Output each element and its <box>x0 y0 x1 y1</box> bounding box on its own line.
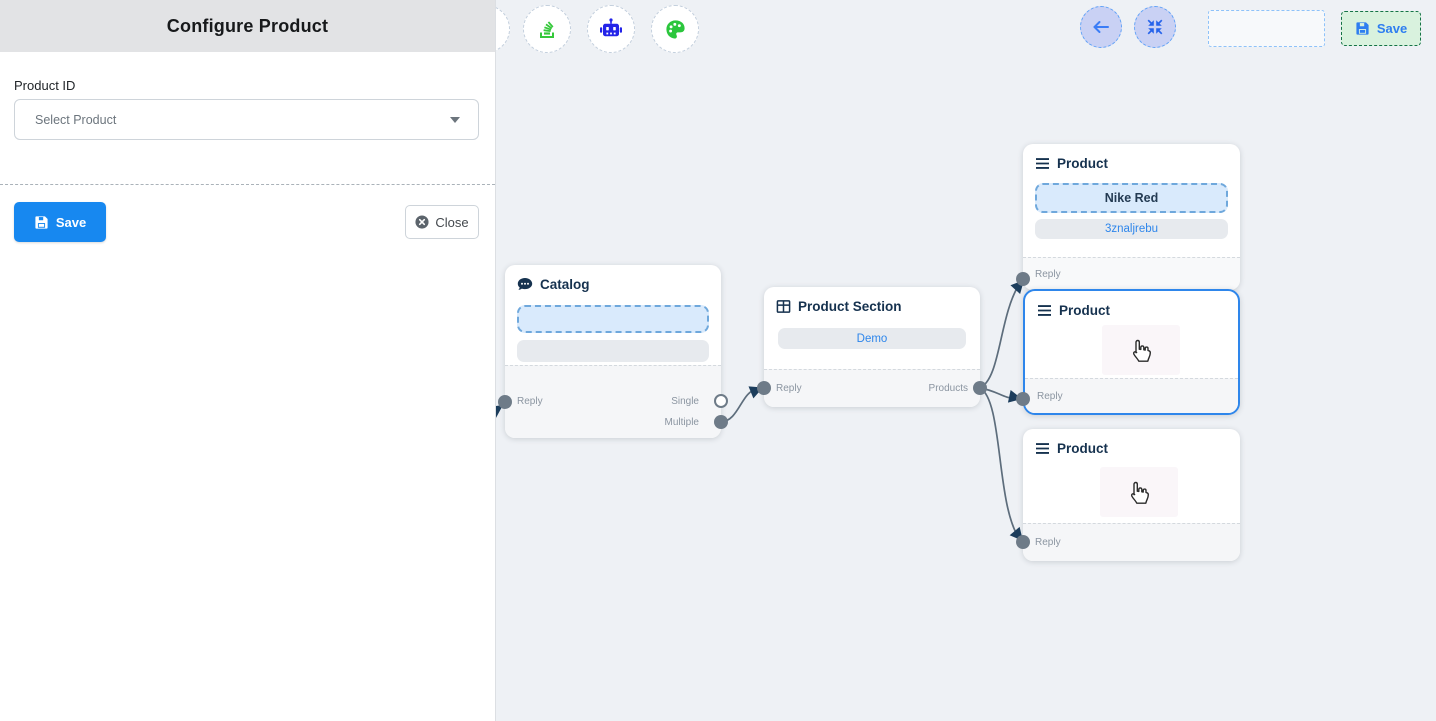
section-reply-label: Reply <box>776 383 802 394</box>
node-product-section-header: Product Section <box>764 287 980 314</box>
floppy-icon <box>35 215 48 229</box>
configure-product-panel: Configure Product Product ID Select Prod… <box>0 0 496 721</box>
hand-pointer-icon <box>1132 339 1151 362</box>
catalog-single-label: Single <box>671 396 699 407</box>
arrow-left-icon <box>1093 21 1109 33</box>
port-product-top-reply[interactable] <box>1016 272 1030 286</box>
node-catalog[interactable]: Catalog Reply Single Multiple <box>505 265 721 438</box>
product-top-reply-label: Reply <box>1035 268 1061 280</box>
robot-button[interactable] <box>587 5 635 53</box>
save-button-label: Save <box>55 214 87 230</box>
node-product-bottom[interactable]: Product Reply <box>1023 429 1240 561</box>
product-item-selected-label: Nike Red <box>1104 191 1159 205</box>
flow-canvas[interactable]: Save Catalog Reply Single Multiple <box>496 0 1436 721</box>
port-section-reply[interactable] <box>757 381 771 395</box>
close-circle-icon <box>415 215 429 229</box>
robot-icon <box>600 18 622 37</box>
product-bottom-reply-label: Reply <box>1035 537 1061 548</box>
product-middle-reply-label: Reply <box>1037 390 1063 402</box>
hand-cursor-backdrop <box>1102 325 1180 375</box>
port-product-middle-reply[interactable] <box>1016 392 1030 406</box>
catalog-selected-item[interactable] <box>517 305 709 333</box>
node-product-section[interactable]: Product Section Demo Reply Products <box>764 287 980 407</box>
catalog-reply-label: Reply <box>517 396 543 407</box>
product-item-secondary-label: 3znaljrebu <box>1104 223 1159 235</box>
product-item-selected[interactable]: Nike Red <box>1035 183 1228 213</box>
table-icon <box>776 300 791 313</box>
node-product-top-footer: Reply <box>1023 257 1240 290</box>
save-button[interactable]: Save <box>14 202 106 242</box>
canvas-save-button[interactable]: Save <box>1341 11 1421 46</box>
node-product-middle-header: Product <box>1025 291 1238 318</box>
stack-icon <box>540 21 554 38</box>
node-product-section-title: Product Section <box>798 299 902 314</box>
comment-icon <box>517 278 533 290</box>
port-catalog-reply[interactable] <box>498 395 512 409</box>
node-catalog-footer: Reply Single Multiple <box>505 365 721 438</box>
fit-view-button[interactable] <box>1134 6 1176 48</box>
section-item-label: Demo <box>856 332 888 345</box>
canvas-save-label: Save <box>1376 21 1408 36</box>
compress-icon <box>1147 19 1163 35</box>
panel-title: Configure Product <box>166 15 329 36</box>
palette-icon <box>665 19 685 39</box>
section-products-label: Products <box>928 383 968 394</box>
node-product-top-title: Product <box>1057 156 1109 171</box>
node-product-bottom-footer: Reply <box>1023 523 1240 561</box>
port-product-bottom-reply[interactable] <box>1016 535 1030 549</box>
chevron-down-icon <box>450 116 460 123</box>
edge-products-to-bottom <box>979 387 1020 539</box>
floppy-icon <box>1356 22 1369 35</box>
port-catalog-multiple[interactable] <box>714 415 728 429</box>
bars-icon <box>1036 443 1049 454</box>
node-product-bottom-title: Product <box>1057 441 1109 456</box>
node-product-middle-footer: Reply <box>1025 378 1238 413</box>
node-product-middle-title: Product <box>1059 303 1111 318</box>
port-catalog-single[interactable] <box>714 394 728 408</box>
edge-products-to-top <box>979 282 1021 389</box>
product-item-secondary[interactable]: 3znaljrebu <box>1035 219 1228 239</box>
node-product-top-header: Product <box>1023 144 1240 171</box>
bars-icon <box>1038 305 1051 316</box>
palette-button[interactable] <box>651 5 699 53</box>
empty-toolbar-slot[interactable] <box>1208 10 1325 47</box>
port-section-products[interactable] <box>973 381 987 395</box>
select-placeholder: Select Product <box>35 112 117 127</box>
panel-header: Configure Product <box>0 0 495 52</box>
catalog-item[interactable] <box>517 340 709 362</box>
stack-button[interactable] <box>523 5 571 53</box>
close-button-label: Close <box>435 214 469 230</box>
back-button[interactable] <box>1080 6 1122 48</box>
node-product-section-footer: Reply Products <box>764 369 980 407</box>
node-product-bottom-header: Product <box>1023 429 1240 456</box>
hand-cursor-backdrop <box>1100 467 1178 517</box>
divider <box>0 184 495 185</box>
node-catalog-title: Catalog <box>540 277 590 292</box>
node-catalog-header: Catalog <box>505 265 721 292</box>
toolbar-hidden-button[interactable] <box>496 5 510 53</box>
bars-icon <box>1036 158 1049 169</box>
product-id-label: Product ID <box>14 78 76 93</box>
catalog-multiple-label: Multiple <box>664 417 699 428</box>
close-button[interactable]: Close <box>405 205 479 239</box>
hand-pointer-icon <box>1130 481 1149 504</box>
node-product-middle[interactable]: Product Reply <box>1023 289 1240 415</box>
section-item-demo[interactable]: Demo <box>778 328 966 349</box>
node-product-top[interactable]: Product Nike Red 3znaljrebu Reply <box>1023 144 1240 290</box>
product-id-select[interactable]: Select Product <box>14 99 479 140</box>
